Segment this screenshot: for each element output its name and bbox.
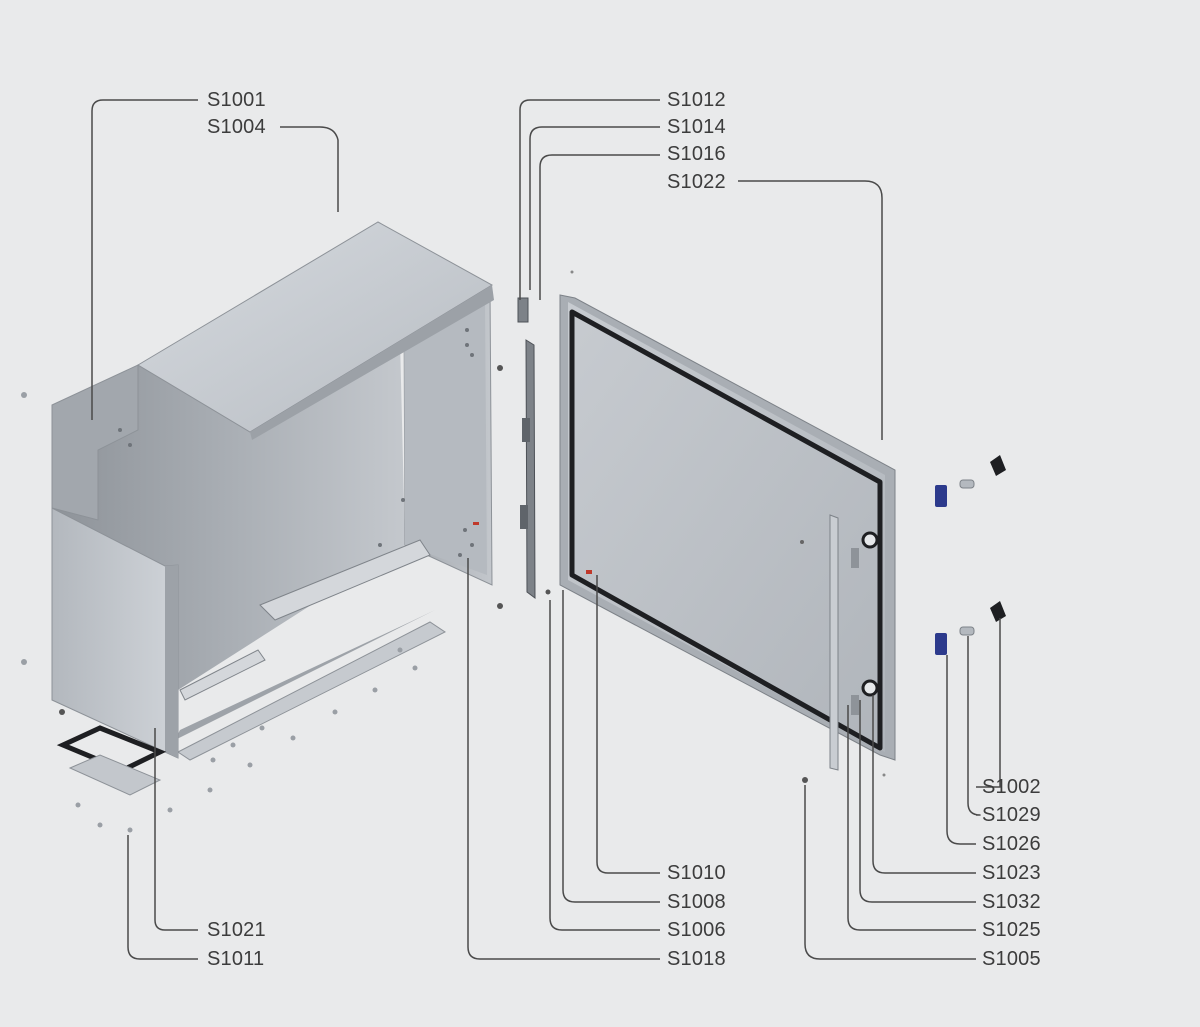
front-panel-edge <box>165 565 178 758</box>
label-s1010: S1010 <box>667 862 726 884</box>
label-s1018: S1018 <box>667 948 726 970</box>
floor-tray <box>175 610 435 740</box>
top-cover-lip <box>250 285 494 440</box>
leader-s1018 <box>467 558 660 960</box>
label-s1021: S1021 <box>207 919 266 941</box>
leader-lines <box>91 99 1001 960</box>
leader-s1014 <box>529 126 660 290</box>
label-s1004: S1004 <box>207 116 266 138</box>
leader-s1008 <box>562 590 660 903</box>
lower-lock-bolt <box>959 626 975 636</box>
leader-s1010 <box>596 575 660 874</box>
upper-lock-bolt <box>959 479 975 489</box>
lower-lock-insert <box>861 679 879 697</box>
enclosure-floor <box>177 621 446 761</box>
leader-s1011 <box>127 835 198 960</box>
leader-s1005 <box>804 785 976 960</box>
floor-cutout-1 <box>259 539 431 621</box>
label-s1008: S1008 <box>667 891 726 913</box>
leader-s1023 <box>872 695 976 874</box>
leader-s1021 <box>154 728 198 931</box>
label-s1023: S1023 <box>982 862 1041 884</box>
label-s1011: S1011 <box>207 948 265 970</box>
upper-lock-clip <box>935 485 947 507</box>
lower-lock-clip <box>935 633 947 655</box>
upper-lock-insert <box>861 531 879 549</box>
leader-s1002 <box>976 618 1001 788</box>
leader-s1001 <box>91 99 198 420</box>
door-gasket <box>569 309 883 751</box>
label-s1032: S1032 <box>982 891 1041 913</box>
leader-s1032 <box>859 700 976 903</box>
locking-rod <box>829 514 839 771</box>
label-s1006: S1006 <box>667 919 726 941</box>
enclosure-body <box>21 221 503 833</box>
leader-s1016 <box>539 154 660 300</box>
leader-s1029 <box>967 636 981 816</box>
enclosure-door <box>559 294 896 783</box>
label-s1005: S1005 <box>982 948 1041 970</box>
leader-s1022 <box>738 180 883 440</box>
door-panel <box>568 302 885 752</box>
floor-cutout-2 <box>179 649 266 701</box>
leader-s1012 <box>519 99 660 300</box>
label-s1029: S1029 <box>982 804 1041 826</box>
enclosure-right-wall-inner <box>404 302 487 575</box>
label-s1022: S1022 <box>667 171 726 193</box>
lock-parts <box>935 455 1006 655</box>
base-plate <box>68 754 162 796</box>
hinge-strip <box>517 270 574 600</box>
label-s1012: S1012 <box>667 89 726 111</box>
leader-s1026 <box>946 655 976 845</box>
upper-lock-key <box>990 455 1006 476</box>
label-s1014: S1014 <box>667 116 726 138</box>
label-s1016: S1016 <box>667 143 726 165</box>
label-s1026: S1026 <box>982 833 1041 855</box>
lower-lock-key <box>990 601 1006 622</box>
label-s1002: S1002 <box>982 776 1041 798</box>
leader-s1006 <box>549 600 660 931</box>
label-s1025: S1025 <box>982 919 1041 941</box>
leader-s1004 <box>280 126 339 212</box>
leader-s1025 <box>847 705 976 931</box>
label-s1001: S1001 <box>207 89 266 111</box>
